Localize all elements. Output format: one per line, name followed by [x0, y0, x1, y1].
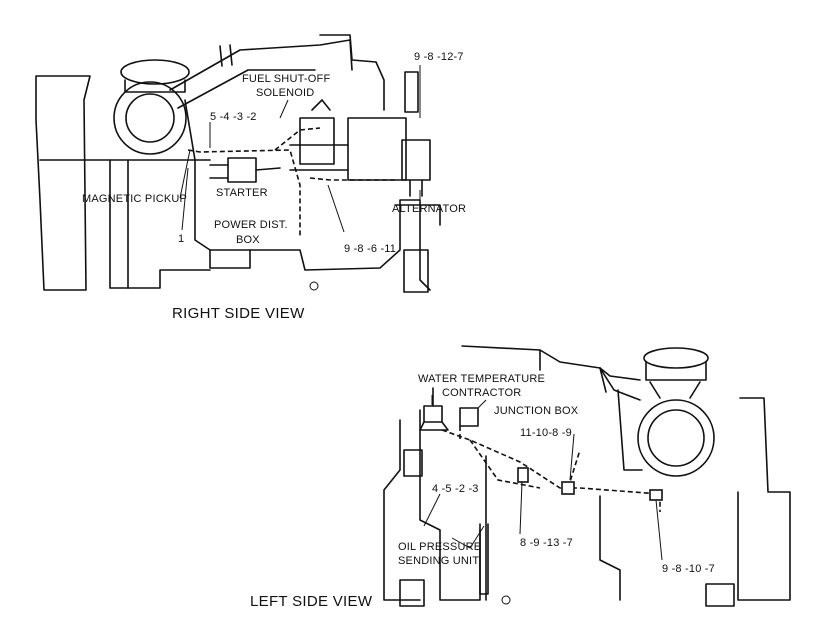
label-wire-111089: 11-10-8 -9: [520, 427, 572, 439]
left-side-view-title: LEFT SIDE VIEW: [250, 593, 373, 610]
label-oil-pressure-sending-unit: OIL PRESSURE: [398, 541, 481, 553]
label-starter: STARTER: [216, 187, 268, 199]
label-magnetic-pickup: MAGNETIC PICKUP: [82, 193, 187, 205]
label-wire-98611: 9 -8 -6 -11: [344, 243, 396, 255]
left-side-view-engine: [383, 345, 791, 607]
label-alternator: ALTERNATOR: [392, 203, 466, 215]
label-power-dist-box-2: BOX: [236, 234, 260, 246]
label-power-dist-box: POWER DIST.: [214, 219, 288, 231]
label-water-temperature-contractor-2: CONTRACTOR: [442, 387, 521, 399]
label-junction-box: JUNCTION BOX: [494, 405, 579, 417]
label-wire-89137: 8 -9 -13 -7: [520, 537, 573, 549]
label-wire-98127: 9 -8 -12-7: [414, 51, 464, 63]
right-side-view-title: RIGHT SIDE VIEW: [172, 305, 305, 322]
label-fuel-shutoff-solenoid-2: SOLENOID: [256, 87, 314, 99]
label-water-temperature-contractor: WATER TEMPERATURE: [418, 373, 545, 385]
label-wire-4523: 4 -5 -2 -3: [432, 483, 479, 495]
label-wire-98107: 9 -8 -10 -7: [662, 563, 715, 575]
label-wire-5432: 5 -4 -3 -2: [210, 111, 257, 123]
label-fuel-shutoff-solenoid: FUEL SHUT-OFF: [242, 73, 330, 85]
label-wire-1: 1: [178, 233, 184, 245]
right-side-view-engine: [35, 34, 441, 293]
label-oil-pressure-sending-unit-2: SENDING UNIT: [398, 555, 479, 567]
